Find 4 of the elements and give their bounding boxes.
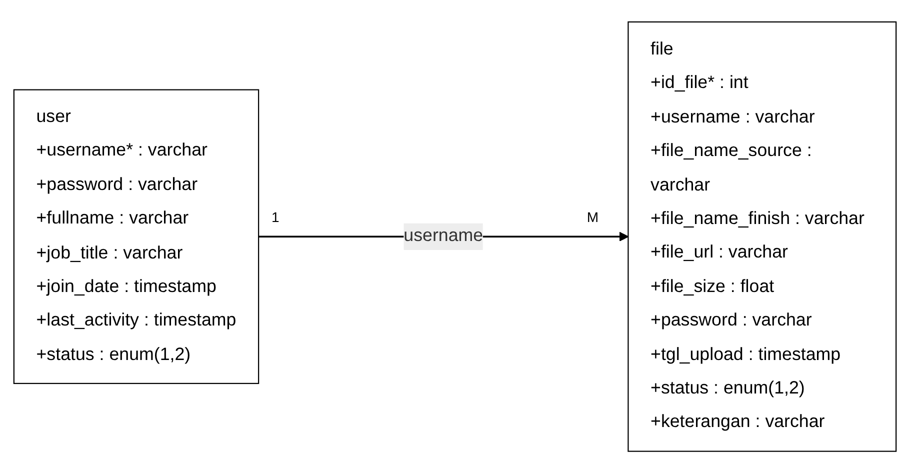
multiplicity-label: M: [586, 208, 599, 225]
multiplicity-label: 1: [271, 208, 280, 225]
node-box: [628, 22, 897, 452]
node-box: [13, 90, 260, 384]
